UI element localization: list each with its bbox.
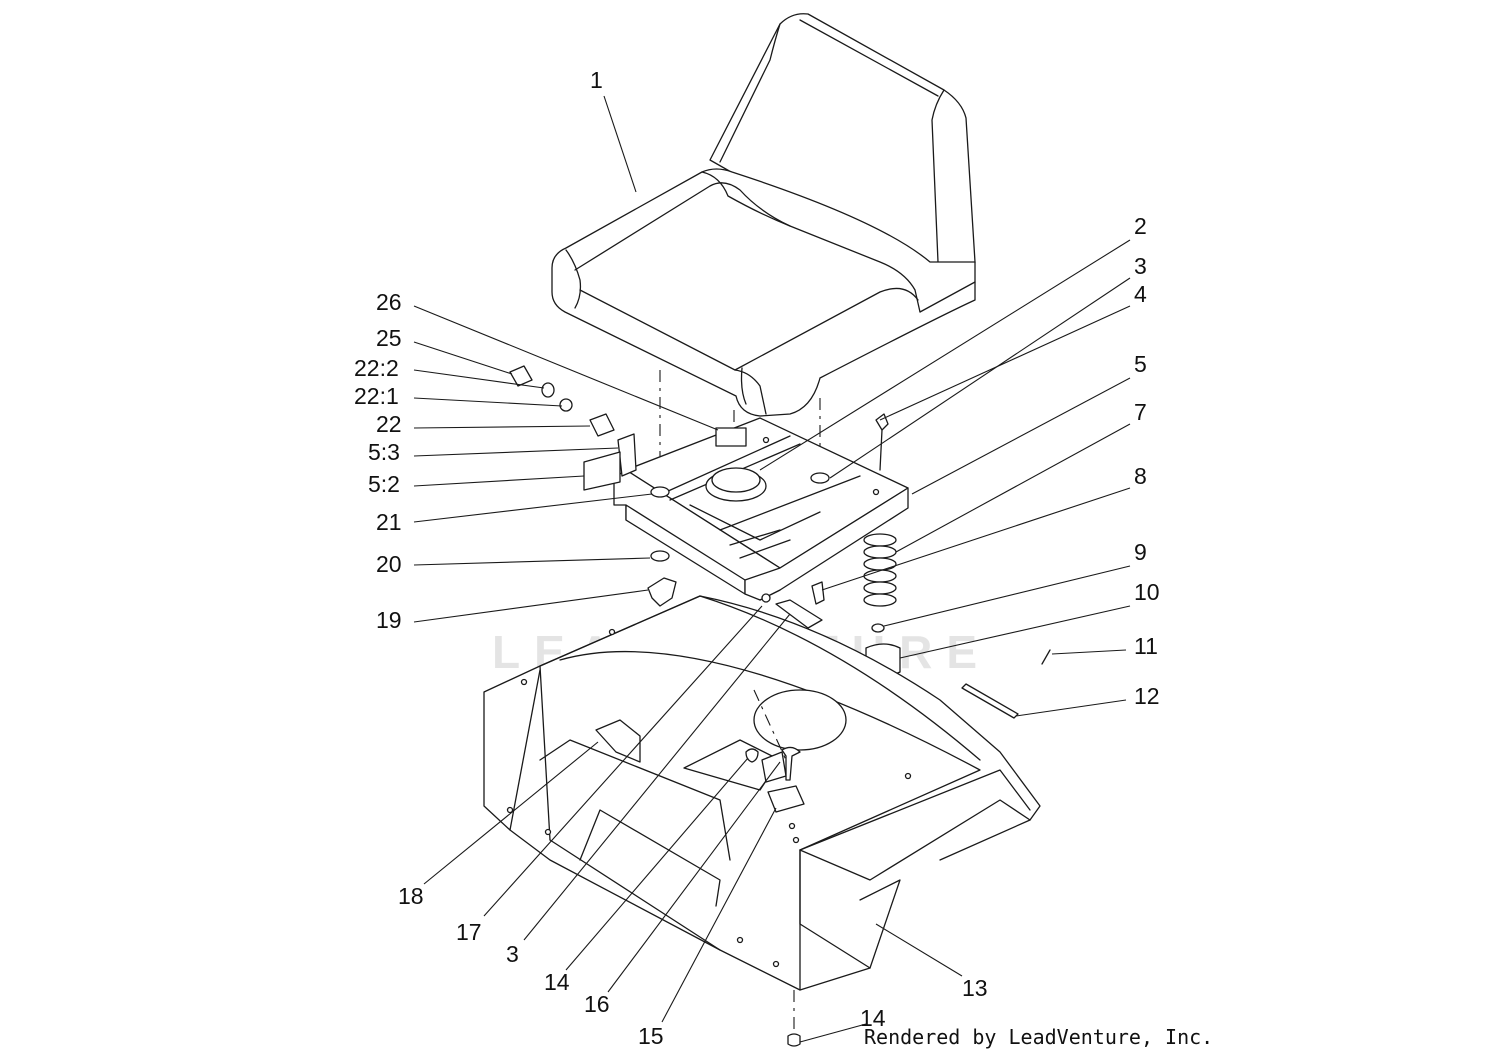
part-8-bolt (811, 581, 825, 605)
callout-2: 2 (1134, 213, 1147, 239)
callout-3-lower: 3 (506, 941, 519, 967)
callout-14-lower: 14 (860, 1005, 886, 1031)
callout-18: 18 (398, 883, 424, 909)
part-5-3-bracket (617, 433, 637, 477)
part-26-block (715, 427, 747, 447)
callout-11: 11 (1134, 633, 1158, 659)
callout-1: 1 (590, 67, 603, 93)
part-3-bolt (775, 599, 823, 629)
part-22-2-nut (541, 382, 555, 398)
part-12-rod (961, 683, 1019, 719)
callout-22-2: 22:2 (354, 355, 399, 381)
callout-3: 3 (1134, 253, 1147, 279)
callout-5-3: 5:3 (368, 439, 400, 465)
callout-16: 16 (584, 991, 610, 1017)
part-5-2-label (583, 451, 621, 491)
callout-15: 15 (638, 1023, 664, 1049)
spring (863, 533, 897, 607)
callout-19: 19 (376, 607, 402, 633)
render-credit: Rendered by LeadVenture, Inc. (864, 1025, 1214, 1049)
callout-7: 7 (1134, 399, 1147, 425)
part-25-key (509, 365, 533, 387)
callout-5-2: 5:2 (368, 471, 400, 497)
callout-25: 25 (376, 325, 402, 351)
part-16-bolt (781, 746, 801, 781)
seat (551, 13, 976, 417)
part-4-bolt (875, 413, 889, 431)
callout-4: 4 (1134, 281, 1147, 307)
fender (483, 595, 1041, 991)
callout-21: 21 (376, 509, 402, 535)
callout-9: 9 (1134, 539, 1147, 565)
callout-22-1: 22:1 (354, 383, 399, 409)
callout-14: 14 (544, 969, 570, 995)
part-20-washer (650, 550, 670, 562)
callout-22: 22 (376, 411, 402, 437)
callout-20: 20 (376, 551, 402, 577)
part-22-1-washer (559, 398, 573, 412)
seat-plate (613, 417, 909, 603)
callout-8: 8 (1134, 463, 1147, 489)
callout-13: 13 (962, 975, 988, 1001)
callout-12: 12 (1134, 683, 1160, 709)
part-11-pin (1041, 649, 1051, 665)
part-22-switch (589, 413, 615, 437)
part-19-knob (647, 577, 677, 607)
callout-10: 10 (1134, 579, 1160, 605)
callout-5: 5 (1134, 351, 1147, 377)
part-9-washer (871, 623, 885, 633)
callout-26: 26 (376, 289, 402, 315)
callout-17: 17 (456, 919, 482, 945)
leader-lines (413, 95, 1131, 1043)
part-14-nut-lower (787, 1033, 801, 1047)
